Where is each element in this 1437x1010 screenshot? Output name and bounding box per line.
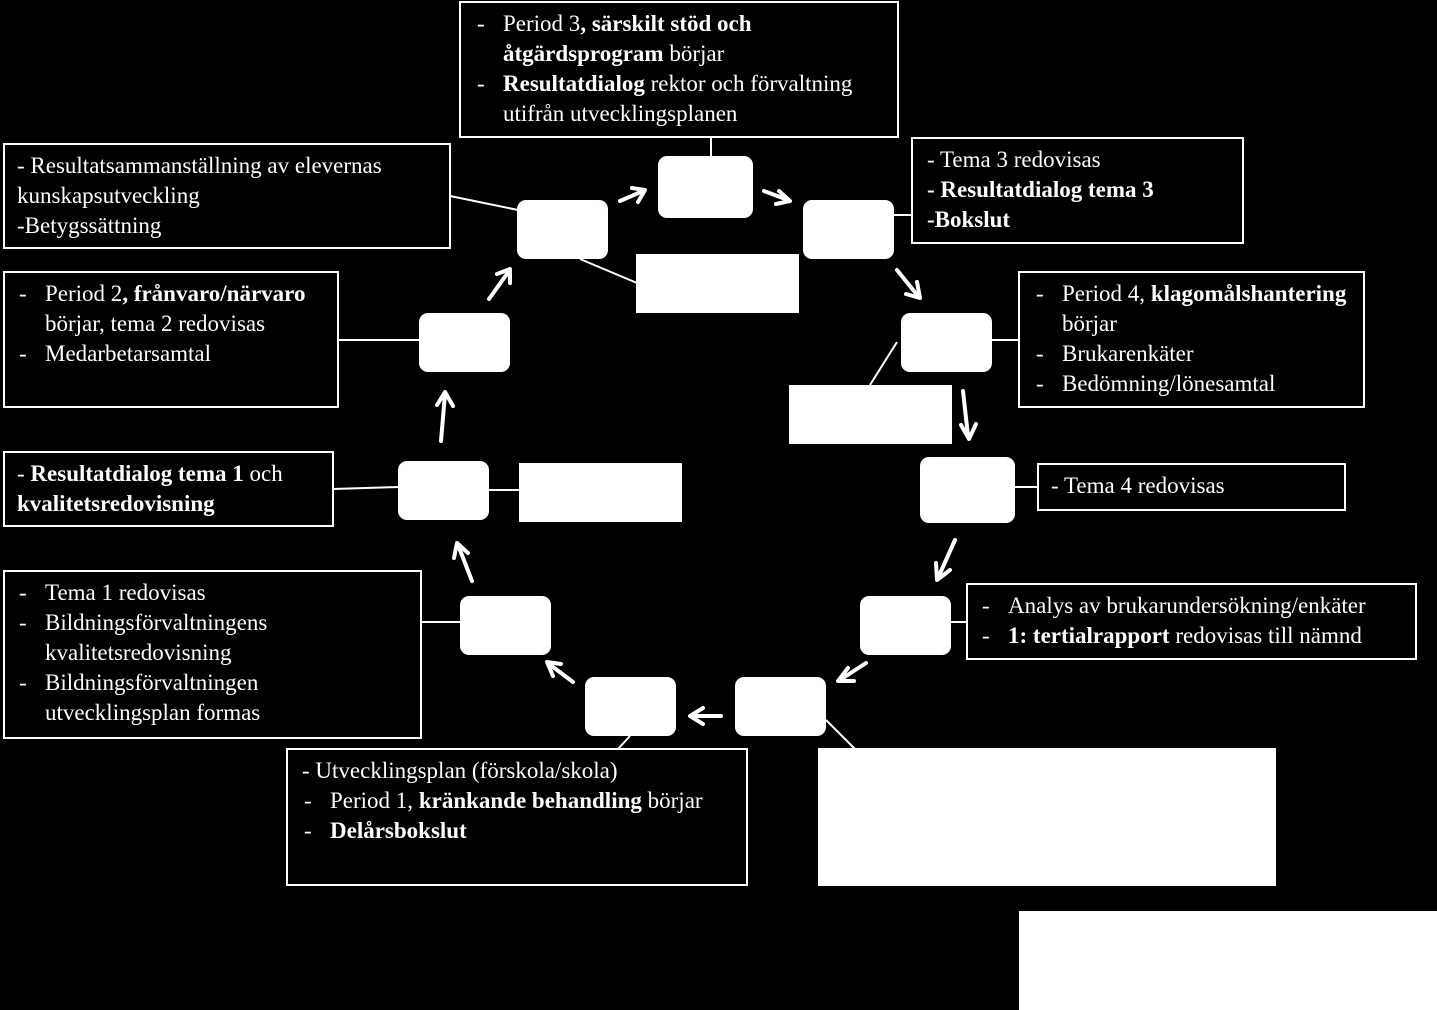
cycle-node-left-lower	[460, 596, 551, 655]
textbox-right-upper: Period 4, klagomålshantering börjar Bruk…	[1018, 271, 1365, 408]
cycle-node-right-mid	[920, 457, 1015, 523]
arrow-6	[836, 661, 868, 683]
connector-blank-top	[579, 258, 638, 284]
arrow-9	[452, 541, 474, 583]
textbox-left-mid: - Resultatdialog tema 1 och kvalitetsred…	[3, 451, 334, 527]
textbox-right-lower: Analys av brukarundersökning/enkäter 1: …	[966, 583, 1417, 660]
arrow-3	[895, 268, 922, 300]
arrow-7	[688, 706, 723, 726]
textbox-right-lower-item-1: Analys av brukarundersökning/enkäter	[980, 591, 1403, 621]
arrow-5	[934, 538, 957, 582]
blank-panel-right	[789, 385, 952, 444]
cycle-node-top-right	[803, 200, 894, 259]
textbox-bottom-item-2: Delårsbokslut	[302, 816, 732, 846]
cycle-node-top	[658, 156, 753, 218]
cycle-node-left-upper	[419, 313, 510, 372]
connector-blank-right	[869, 341, 898, 386]
textbox-left-upper-item-1: Period 2, frånvaro/närvaro börjar, tema …	[17, 279, 325, 339]
cycle-node-left-mid	[398, 461, 489, 520]
cycle-node-top-left	[517, 200, 608, 259]
arrow-10	[435, 390, 455, 443]
arrow-11	[487, 267, 512, 301]
textbox-bottom: - Utvecklingsplan (förskola/skola) Perio…	[286, 748, 748, 886]
arrow-8	[545, 660, 575, 684]
connector-blank-br	[825, 719, 856, 750]
blank-panel-bottom-right	[818, 748, 1276, 886]
connector-top-left	[449, 195, 519, 211]
textbox-right-mid: - Tema 4 redovisas	[1037, 463, 1346, 511]
arrow-1	[618, 186, 647, 204]
textbox-top-right: - Tema 3 redovisas - Resultatdialog tema…	[911, 137, 1244, 244]
textbox-left-upper: Period 2, frånvaro/närvaro börjar, tema …	[3, 271, 339, 408]
connector-bottom	[617, 735, 631, 750]
connector-left-mid	[332, 486, 400, 490]
textbox-left-upper-item-2: Medarbetarsamtal	[17, 339, 325, 369]
blank-panel-top	[636, 254, 799, 313]
textbox-left-lower-item-1: Tema 1 redovisas	[17, 578, 408, 608]
blank-panel-left	[519, 463, 682, 522]
textbox-right-upper-item-1: Period 4, klagomålshantering börjar	[1034, 279, 1349, 339]
cycle-node-right-lower	[860, 596, 951, 655]
textbox-left-lower-item-3: Bildningsförvaltningen utvecklingsplan f…	[17, 668, 408, 728]
textbox-top-item-2: Resultatdialog rektor och förvaltning ut…	[475, 69, 883, 129]
textbox-bottom-item-1: Period 1, kränkande behandling börjar	[302, 786, 732, 816]
textbox-left-lower: Tema 1 redovisas Bildningsförvaltningens…	[3, 570, 422, 739]
cycle-node-right-upper	[901, 313, 992, 372]
arrow-2	[762, 189, 792, 206]
textbox-top-left: - Resultatsammanställning av elevernas k…	[3, 143, 451, 249]
textbox-top: Period 3, särskilt stöd och åtgärdsprogr…	[459, 1, 899, 138]
cycle-node-bottom-left	[585, 677, 676, 736]
textbox-right-upper-item-2: Brukarenkäter	[1034, 339, 1349, 369]
textbox-top-item-1: Period 3, särskilt stöd och åtgärdsprogr…	[475, 9, 883, 69]
blank-panel-corner	[1019, 911, 1437, 1010]
arrow-4	[959, 389, 978, 441]
textbox-right-upper-item-3: Bedömning/lönesamtal	[1034, 369, 1349, 399]
cycle-node-bottom-right	[735, 677, 826, 736]
textbox-left-lower-item-2: Bildningsförvaltningens kvalitetsredovis…	[17, 608, 408, 668]
textbox-right-lower-item-2: 1: tertialrapport redovisas till nämnd	[980, 621, 1403, 651]
